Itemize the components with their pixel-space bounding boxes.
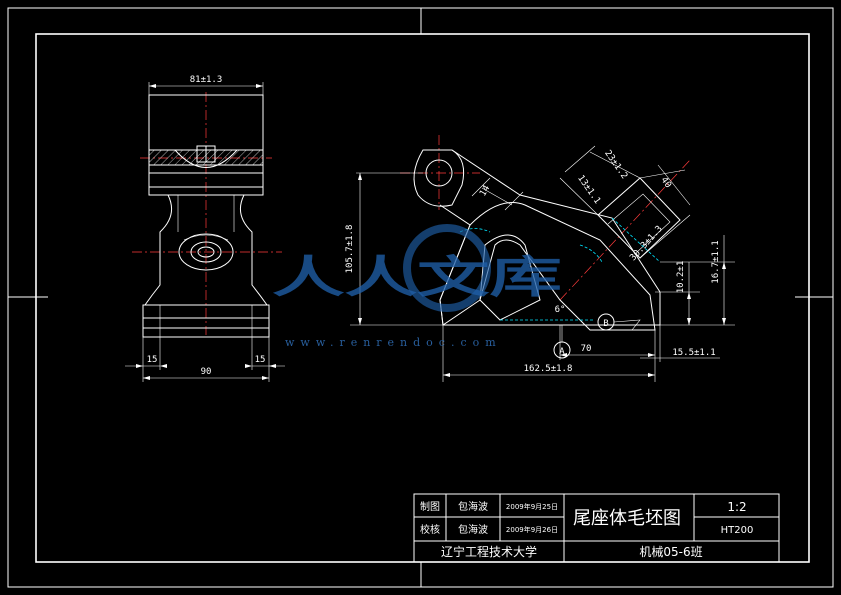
- dim-left-offset: 15: [147, 355, 158, 365]
- dim-15: 15.5±1.1: [672, 348, 715, 358]
- drafter-label: 制图: [420, 500, 440, 513]
- drawing-title: 尾座体毛坯图: [573, 508, 681, 529]
- dim-rib-14: 14: [478, 184, 492, 198]
- dim-boss-13: 13±1.1: [575, 174, 602, 206]
- dim-base-width: 90: [201, 367, 212, 377]
- checker-name: 包海波: [458, 523, 488, 536]
- side-view: [400, 135, 691, 331]
- front-view: [132, 92, 282, 338]
- checker-label: 校核: [420, 523, 440, 536]
- dim-side-height: 105.7±1.8: [345, 225, 355, 274]
- datum-b-label: B: [603, 319, 608, 329]
- dim-right-offset: 15: [255, 355, 266, 365]
- dim-16: 16.7±1.1: [711, 240, 721, 283]
- watermark: 人人文库 www.renrendoc.com: [272, 224, 562, 349]
- title-block: 制图 包海波 2009年9月25日 校核 包海波 2009年9月26日 尾座体毛…: [413, 493, 780, 563]
- dim-angle: 6°: [555, 305, 566, 315]
- school-name: 辽宁工程技术大学: [441, 544, 537, 559]
- dim-length-70: 70: [581, 344, 592, 354]
- drafter-name: 包海波: [458, 500, 488, 513]
- dim-boss-23: 23±1.2: [602, 149, 629, 181]
- dim-front-width: 81±1.3: [190, 75, 223, 85]
- dim-10: 10.2±1: [676, 261, 686, 294]
- watermark-url: www.renrendoc.com: [285, 336, 502, 349]
- watermark-logo-ring: [403, 224, 491, 312]
- checker-date: 2009年9月26日: [506, 525, 558, 534]
- datum-a-label: A: [559, 347, 565, 357]
- dim-boss-40: 40: [658, 176, 672, 191]
- front-dimensions: 81±1.3 15 15 90: [125, 75, 285, 382]
- material-value: HT200: [721, 525, 754, 536]
- watermark-brand: 人人文库: [272, 252, 562, 303]
- scale-value: 1:2: [727, 500, 746, 514]
- drafter-date: 2009年9月25日: [506, 502, 558, 511]
- class-name: 机械05-6班: [639, 544, 702, 559]
- dim-overall-length: 162.5±1.8: [524, 364, 573, 374]
- dim-boss-30: 30.3±1.3: [628, 224, 664, 263]
